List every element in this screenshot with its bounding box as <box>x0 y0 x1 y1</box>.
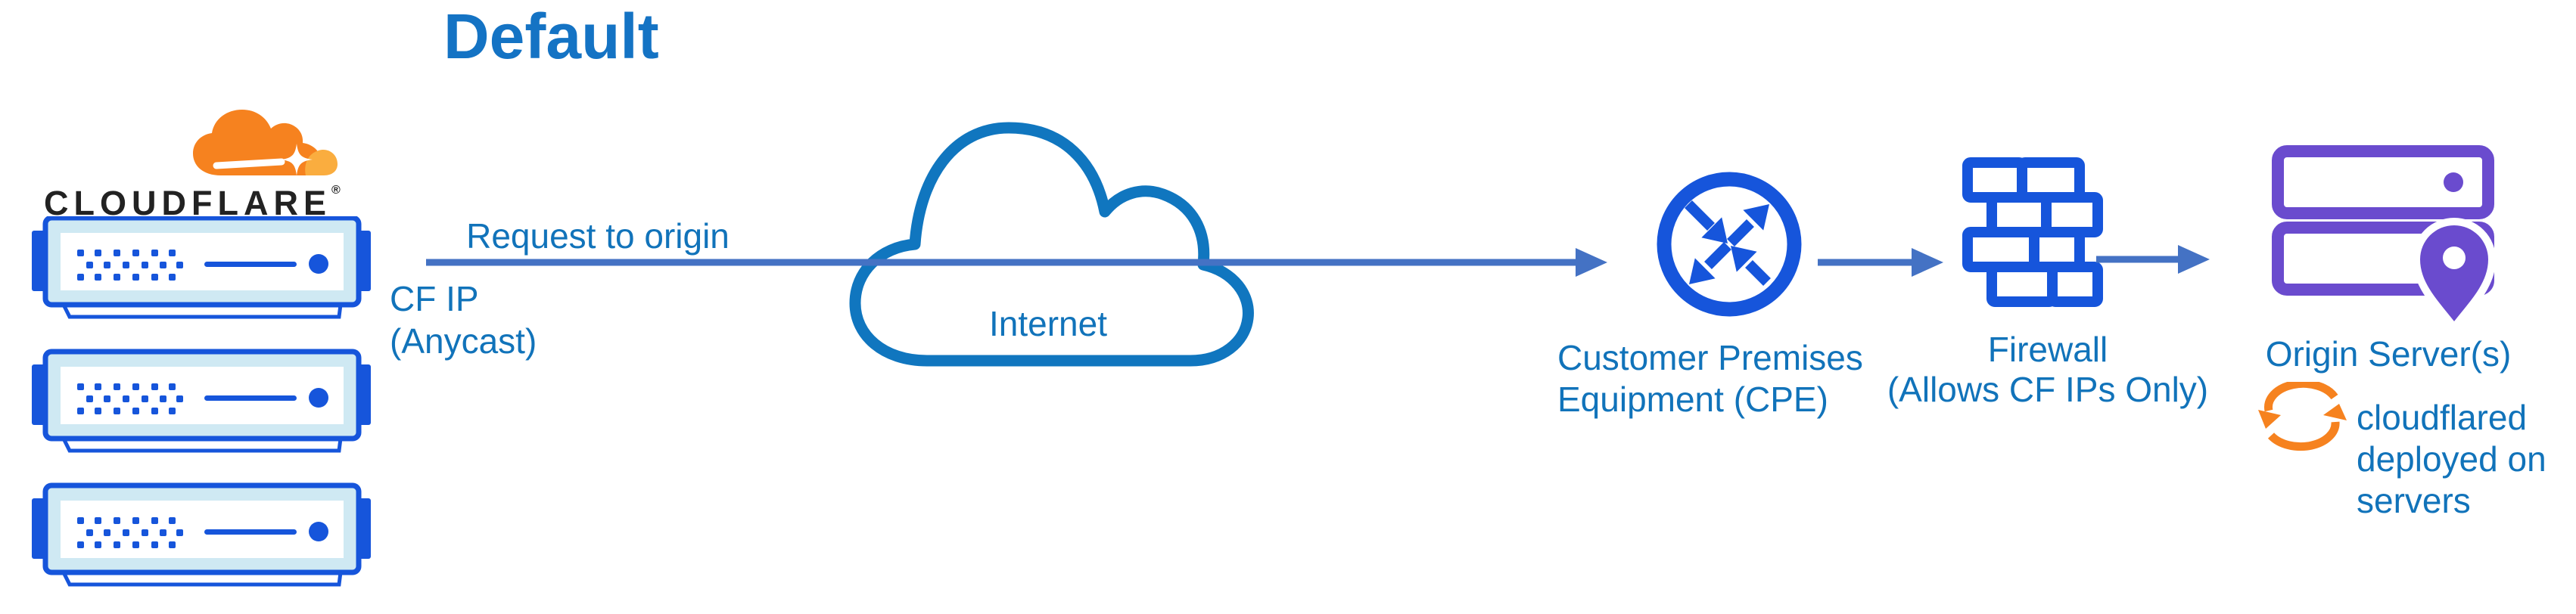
cloudflared-note-line1: cloudflared <box>2357 398 2528 437</box>
internet-cloud-icon <box>849 122 1254 367</box>
origin-servers-label: Origin Server(s) <box>2265 334 2512 374</box>
cloudflare-cloud-icon <box>193 110 338 175</box>
sync-icon <box>2258 382 2347 451</box>
location-pin-icon <box>2412 218 2497 329</box>
page-title: Default <box>443 1 659 72</box>
cpe-label-line1: Customer Premises <box>1557 338 1863 377</box>
cloudflare-wordmark: CLOUDFLARE® <box>44 184 341 223</box>
cloudflare-logo <box>189 106 341 178</box>
cf-ip-label: CF IP (Anycast) <box>390 278 537 362</box>
cloudflared-note-line2: deployed on <box>2357 439 2546 479</box>
firewall-label-line1: Firewall <box>1987 330 2108 369</box>
firewall-label: Firewall (Allows CF IPs Only) <box>1859 330 2237 410</box>
cf-ip-line2: (Anycast) <box>390 321 537 361</box>
cpe-label-line2: Equipment (CPE) <box>1557 380 1828 419</box>
request-to-origin-label: Request to origin <box>466 216 730 256</box>
brand-name: CLOUDFLARE <box>44 184 331 222</box>
edge-server-stack-icon <box>27 216 375 594</box>
registered-mark: ® <box>331 184 341 197</box>
arrow-right-icon <box>1818 248 1943 277</box>
edge-server-icon <box>32 485 371 585</box>
cpe-label: Customer Premises Equipment (CPE) <box>1557 337 1863 420</box>
origin-servers-icon <box>2272 145 2497 329</box>
router-icon <box>1657 172 1802 317</box>
cf-ip-line1: CF IP <box>390 279 479 318</box>
internet-label: Internet <box>989 304 1107 343</box>
brick-wall-icon <box>1962 157 2103 307</box>
firewall-label-line2: (Allows CF IPs Only) <box>1887 370 2209 409</box>
edge-server-icon <box>32 218 371 317</box>
edge-server-icon <box>32 352 371 451</box>
cloudflared-note: cloudflared deployed on servers <box>2357 397 2546 522</box>
arrow-right-icon <box>2096 245 2210 274</box>
cloudflared-note-line3: servers <box>2357 481 2471 520</box>
